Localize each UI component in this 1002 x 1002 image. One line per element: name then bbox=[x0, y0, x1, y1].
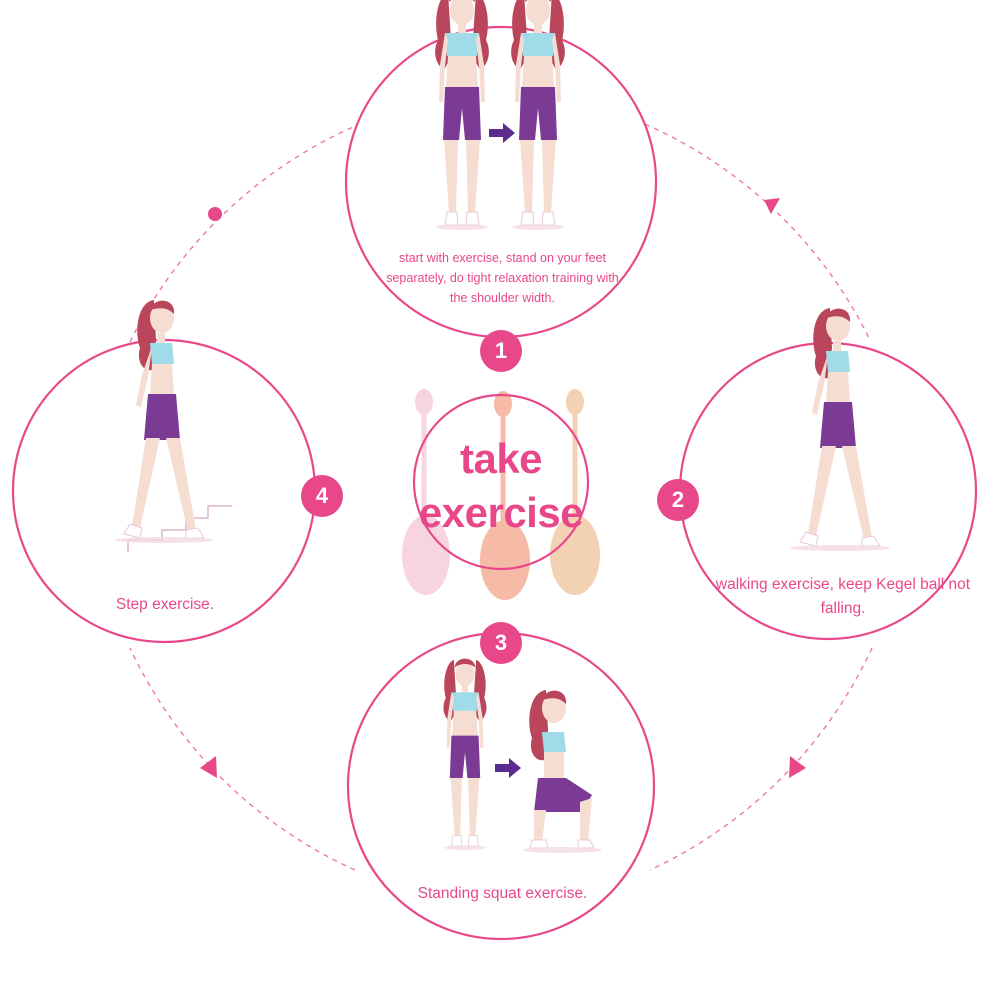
step-2-number: 2 bbox=[671, 487, 685, 512]
arrowhead-top-right bbox=[764, 198, 780, 214]
center-title: take exercise bbox=[400, 432, 602, 540]
kegel-balls-illustration bbox=[402, 389, 600, 600]
kegel-ball-coral bbox=[480, 391, 530, 600]
step-1-caption: start with exercise, stand on your feet … bbox=[386, 251, 619, 305]
center-title-line-2: exercise bbox=[418, 489, 584, 536]
step-4-badge bbox=[301, 475, 343, 517]
step-4-number: 4 bbox=[315, 483, 329, 508]
step-1-number: 1 bbox=[494, 338, 508, 363]
kegel-ball-peach bbox=[550, 389, 600, 595]
connector-2-to-3 bbox=[649, 647, 873, 871]
step-3-badge bbox=[480, 622, 522, 664]
step-3-number: 3 bbox=[494, 630, 508, 655]
dot-marker-top-left bbox=[208, 207, 222, 221]
connector-markers bbox=[200, 198, 806, 778]
step-2-caption: walking exercise, keep Kegel ball not fa… bbox=[715, 576, 971, 617]
step-4-caption: Step exercise. bbox=[115, 596, 215, 613]
arrowhead-bottom-left bbox=[200, 756, 217, 778]
step-badges bbox=[301, 330, 699, 664]
center-title-line-1: take bbox=[459, 435, 543, 482]
center-circle bbox=[412, 393, 590, 571]
step-3-caption: Standing squat exercise. bbox=[417, 885, 588, 902]
step-2-badge bbox=[657, 479, 699, 521]
arrowhead-bottom-right bbox=[789, 756, 806, 778]
kegel-ball-pink bbox=[402, 389, 450, 595]
step-4-illustration bbox=[113, 299, 232, 552]
step-1-badge bbox=[480, 330, 522, 372]
connector-1-to-2 bbox=[644, 123, 871, 341]
connector-3-to-4 bbox=[129, 647, 356, 871]
